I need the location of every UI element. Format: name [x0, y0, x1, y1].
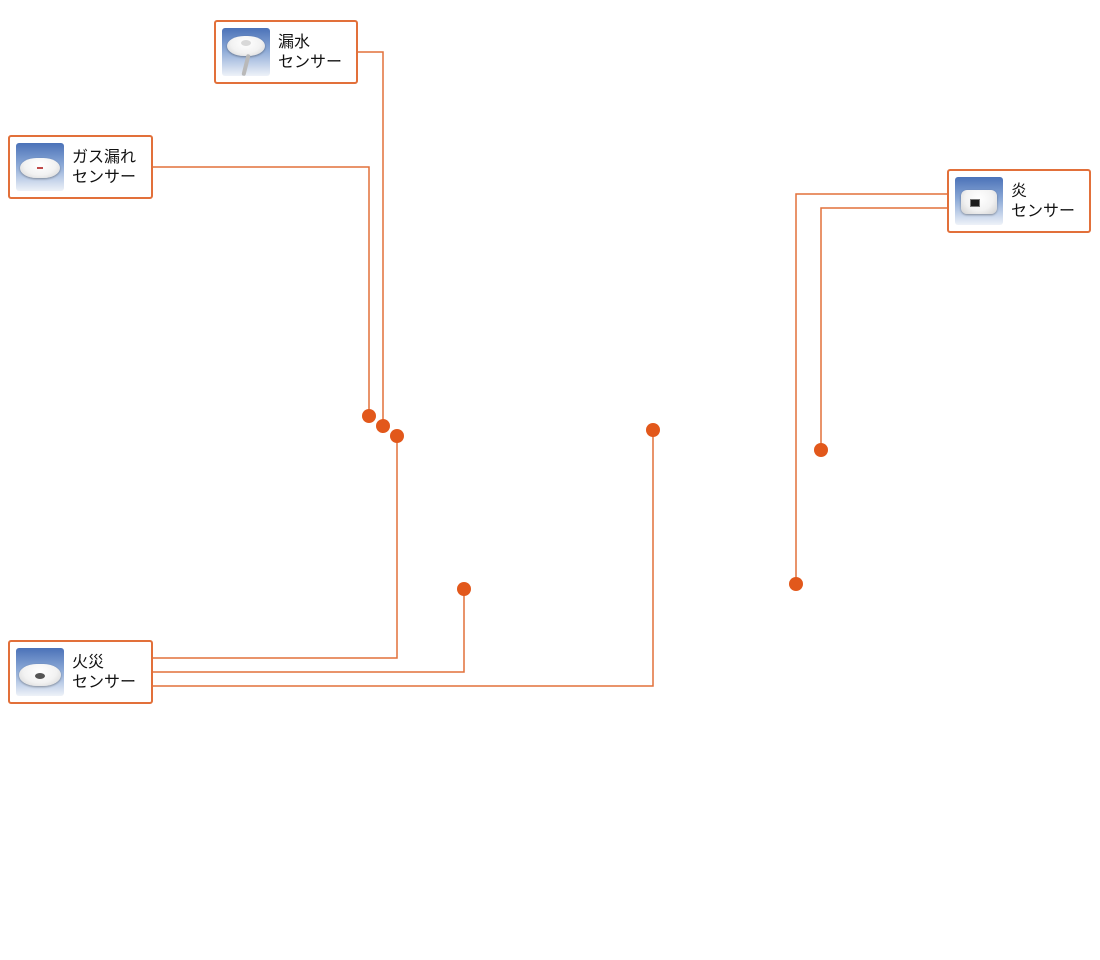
- gas-leak-connector: [152, 166, 370, 416]
- flame-connector-1: [795, 193, 947, 584]
- flame-sensor-card[interactable]: 炎 センサー: [947, 169, 1091, 233]
- fire-sensor-title: 火災: [72, 652, 105, 671]
- fire-location-dot-3[interactable]: [646, 423, 660, 437]
- gas-leak-sensor-label: ガス漏れ センサー: [72, 147, 136, 187]
- flame-sensor-subtitle: センサー: [1011, 201, 1076, 220]
- flame-sensor-label: 炎 センサー: [1011, 181, 1075, 221]
- water-leak-sensor-card[interactable]: 漏水 センサー: [214, 20, 358, 84]
- water-leak-sensor-icon: [222, 28, 270, 76]
- fire-sensor-card[interactable]: 火災 センサー: [8, 640, 153, 704]
- fire-sensor-label: 火災 センサー: [72, 652, 136, 692]
- fire-connector-1: [152, 436, 398, 659]
- gas-leak-sensor-subtitle: センサー: [72, 167, 137, 186]
- fire-connector-2: [152, 589, 465, 673]
- water-leak-sensor-title: 漏水: [278, 32, 311, 51]
- fire-location-dot-2[interactable]: [457, 582, 471, 596]
- gas-leak-sensor-title: ガス漏れ: [72, 147, 137, 166]
- flame-sensor-icon: [955, 177, 1003, 225]
- fire-connector-3: [152, 430, 654, 687]
- gas-leak-sensor-card[interactable]: ガス漏れ センサー: [8, 135, 153, 199]
- flame-location-dot-1[interactable]: [814, 443, 828, 457]
- flame-location-dot-2[interactable]: [789, 577, 803, 591]
- fire-sensor-subtitle: センサー: [72, 672, 137, 691]
- gas-leak-sensor-icon: [16, 143, 64, 191]
- fire-sensor-icon: [16, 648, 64, 696]
- flame-connector-2: [820, 207, 947, 450]
- water-leak-connector: [357, 51, 384, 426]
- water-leak-sensor-label: 漏水 センサー: [278, 32, 342, 72]
- flame-sensor-title: 炎: [1011, 181, 1028, 200]
- water-leak-location-dot[interactable]: [376, 419, 390, 433]
- gas-leak-location-dot[interactable]: [362, 409, 376, 423]
- fire-location-dot-1[interactable]: [390, 429, 404, 443]
- water-leak-sensor-subtitle: センサー: [278, 52, 343, 71]
